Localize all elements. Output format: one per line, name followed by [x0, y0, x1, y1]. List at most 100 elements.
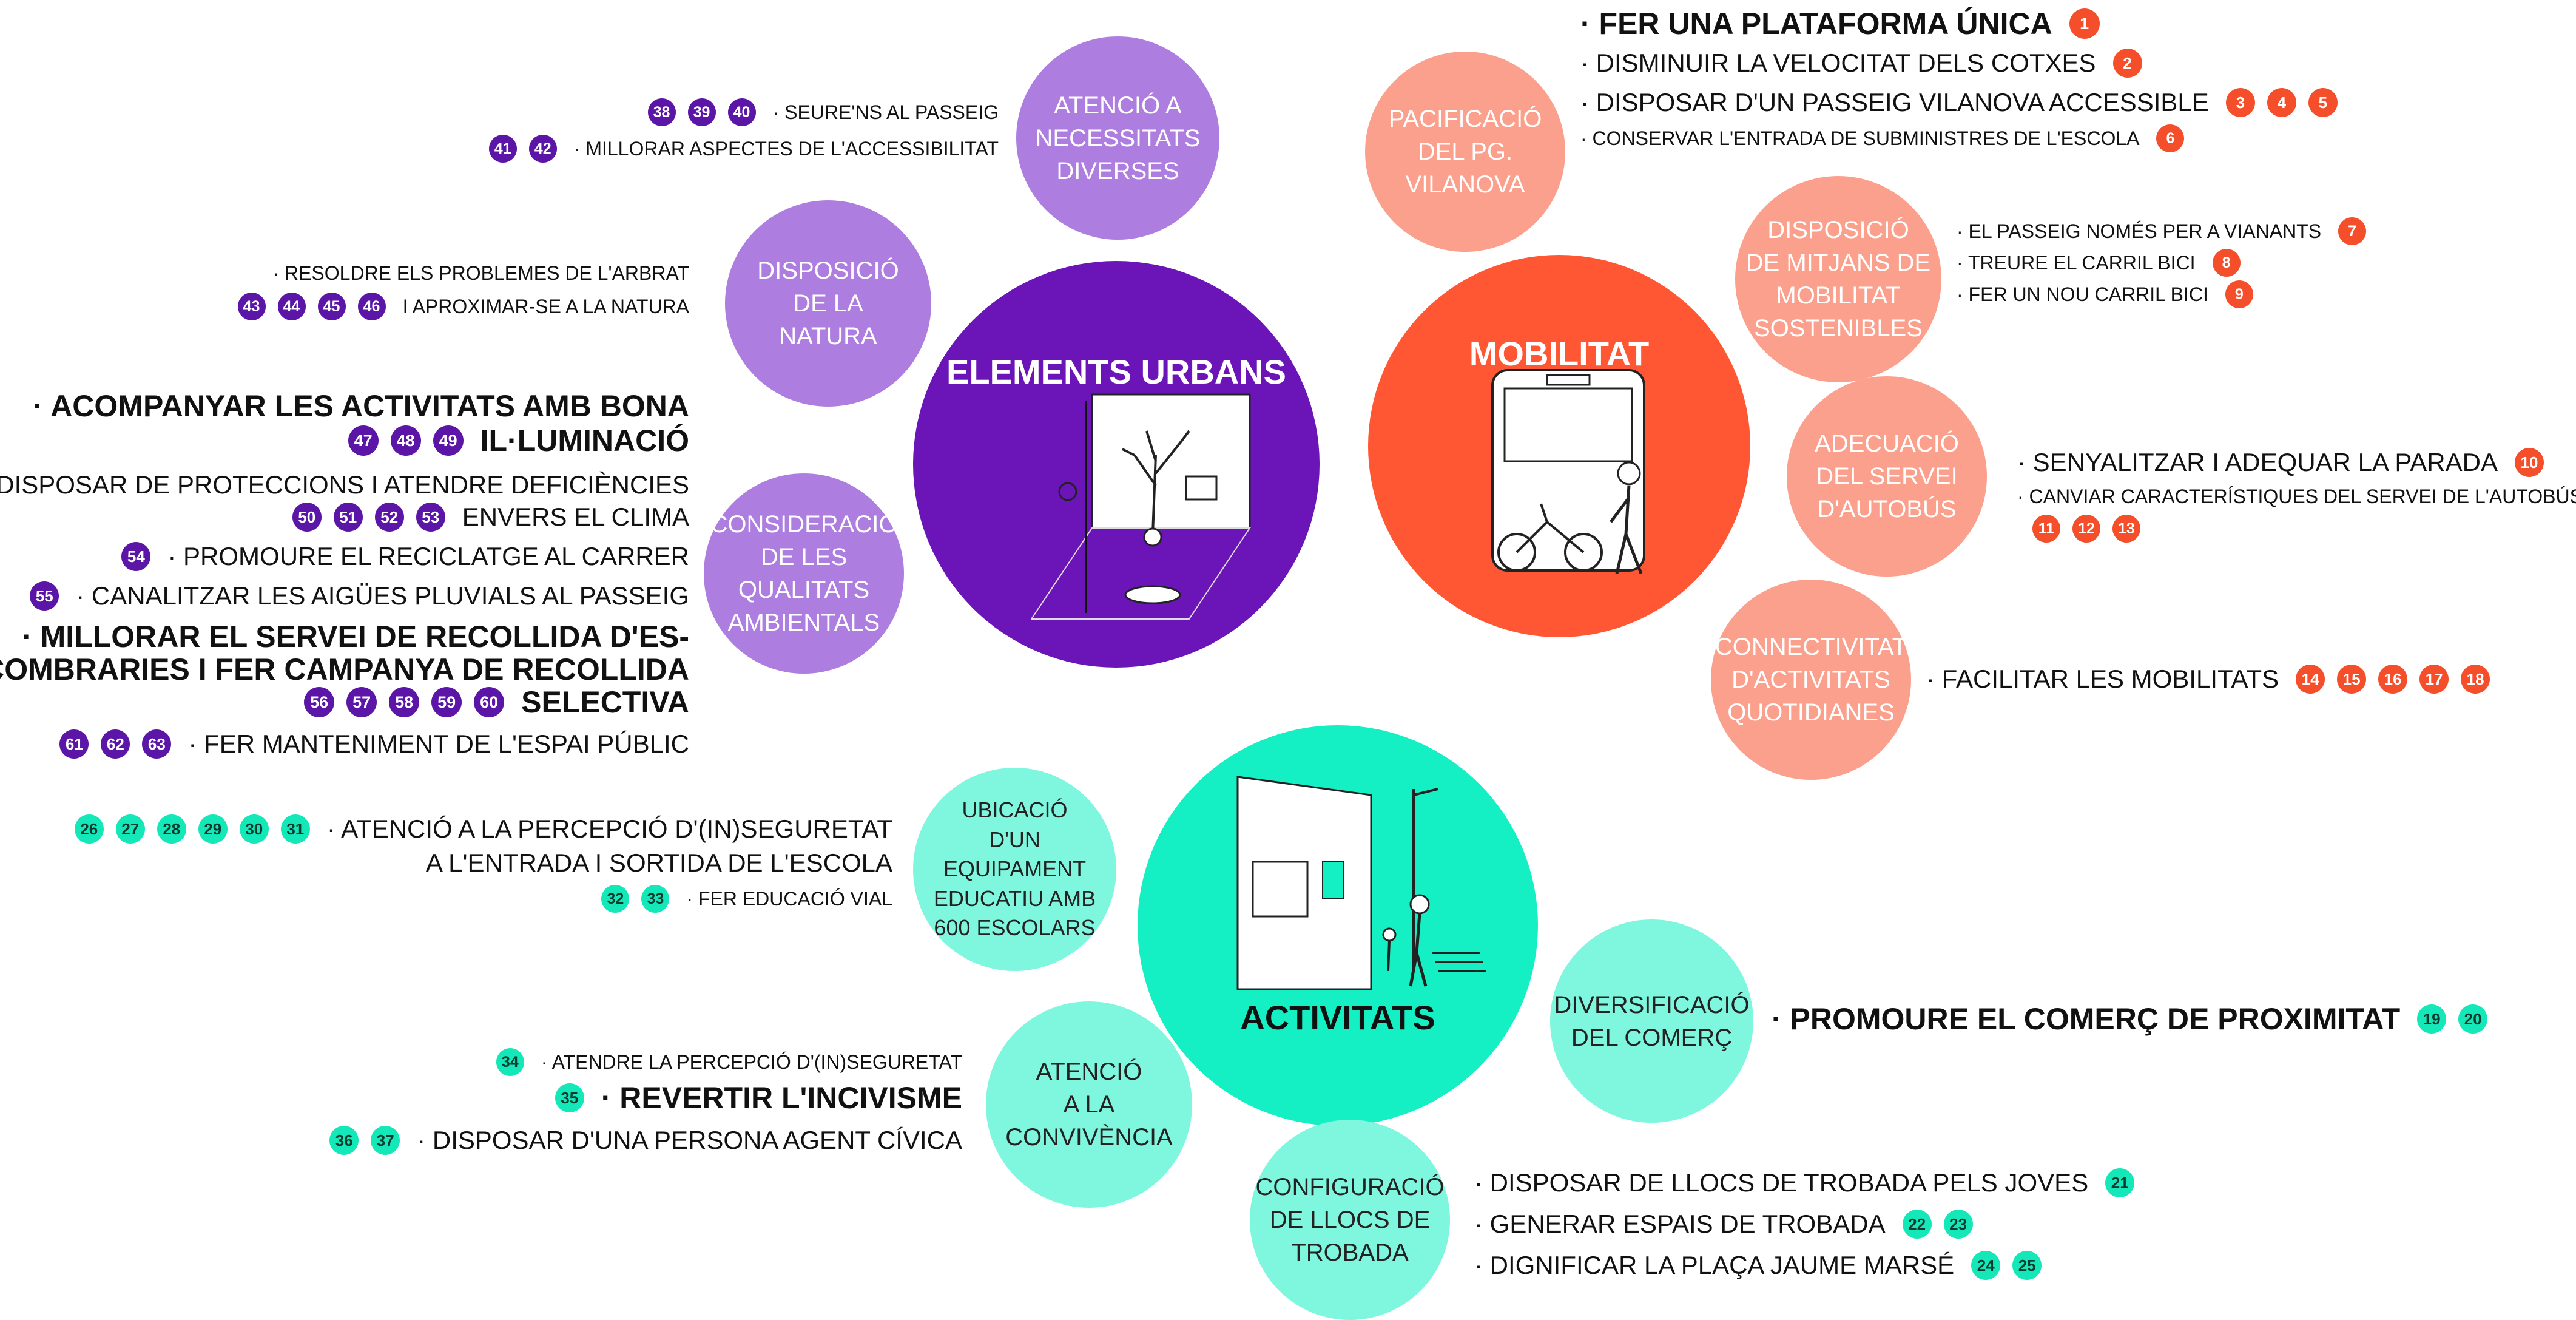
- item-agent: 36 37 · DISPOSAR D'UNA PERSONA AGENT CÍV…: [323, 1126, 962, 1155]
- item-text: · FACILITAR LES MOBILITATS: [1926, 665, 2279, 693]
- item-text: · FER EDUCACIÓ VIAL: [686, 887, 892, 910]
- item-passeig-accessible: · DISPOSAR D'UN PASSEIG VILANOVA ACCESSI…: [1580, 88, 2344, 117]
- hub-label: ELEMENTS URBANS: [946, 353, 1287, 391]
- item-text: · ATENDRE LA PERCEPCIÓ D'(IN)SEGURETAT: [541, 1051, 962, 1073]
- number-badge: 21: [2105, 1168, 2135, 1197]
- item-text: · ACOMPANYAR LES ACTIVITATS AMB BONA: [33, 389, 689, 423]
- bubble-label: DISPOSICIÓ DE LA NATURA: [757, 257, 899, 350]
- number-badge: 12: [2072, 515, 2100, 543]
- number-badge: 23: [1943, 1210, 1973, 1239]
- school-street-sketch-icon: [1236, 776, 1486, 990]
- badge-group: 35: [549, 1083, 590, 1112]
- badge-group: 47 48 49: [342, 425, 470, 456]
- item-text: · REVERTIR L'INCIVISME: [601, 1081, 962, 1115]
- item-servei-bus-badges: 11 12 13: [2026, 515, 2146, 543]
- badge-group: 2: [2107, 49, 2148, 78]
- number-badge: 28: [157, 814, 186, 844]
- item-text: IL·LUMINACIÓ: [480, 424, 689, 458]
- badge-group: 34: [490, 1048, 530, 1076]
- item-espais: · GENERAR ESPAIS DE TROBADA 22 23: [1474, 1210, 1979, 1239]
- number-badge: 6: [2156, 124, 2185, 152]
- item-text: I APROXIMAR-SE A LA NATURA: [402, 295, 689, 317]
- item-vial: 32 33 · FER EDUCACIÓ VIAL: [595, 885, 892, 913]
- item-text: · DISPOSAR D'UNA PERSONA AGENT CÍVICA: [417, 1126, 962, 1154]
- bubble-label: ATENCIÓ A NECESSITATS DIVERSES: [1035, 92, 1201, 184]
- item-text: A L'ENTRADA I SORTIDA DE L'ESCOLA: [425, 848, 892, 877]
- badge-group: 3 4 5: [2220, 88, 2344, 117]
- number-badge: 35: [555, 1083, 584, 1112]
- item-text: SELECTIVA: [521, 685, 689, 719]
- item-prot-line2: 50 51 52 53 ENVERS EL CLIMA: [286, 503, 689, 532]
- badge-group: 22 23: [1897, 1210, 1979, 1239]
- number-badge: 58: [389, 687, 420, 717]
- badge-group: 10: [2509, 448, 2550, 477]
- bubble-qualitats-ambientals: CONSIDERACIÓ DE LES QUALITATS AMBIENTALS: [704, 473, 904, 674]
- item-text: · DIGNIFICAR LA PLAÇA JAUME MARSÉ: [1474, 1251, 1955, 1279]
- bus-bike-sketch-icon: [1491, 369, 1645, 574]
- item-text: · MILLORAR EL SERVEI DE RECOLLIDA D'ES-: [22, 620, 689, 654]
- badge-group: 56 57 58 59 60: [298, 687, 510, 717]
- item-arbrat: · RESOLDRE ELS PROBLEMES DE L'ARBRAT: [272, 262, 689, 285]
- bubble-label: CONNECTIVITAT D'ACTIVITATS QUOTIDIANES: [1715, 634, 1907, 726]
- number-badge: 14: [2296, 665, 2325, 694]
- item-manteniment: 61 62 63 · FER MANTENIMENT DE L'ESPAI PÚ…: [53, 729, 689, 759]
- bubble-atencio-necessitats: ATENCIÓ A NECESSITATS DIVERSES: [1016, 36, 1219, 240]
- number-badge: 61: [59, 729, 89, 759]
- item-text: · PROMOURE EL COMERÇ DE PROXIMITAT: [1772, 1002, 2401, 1036]
- badge-group: 26 27 28 29 30 31: [69, 814, 316, 844]
- number-badge: 56: [304, 687, 335, 717]
- item-text: · FER UN NOU CARRIL BICI: [1957, 283, 2208, 305]
- item-nou-carril: · FER UN NOU CARRIL BICI 9: [1957, 280, 2259, 308]
- item-parada: · SENYALITZAR I ADEQUAR LA PARADA 10: [2017, 448, 2550, 477]
- item-text: · SENYALITZAR I ADEQUAR LA PARADA: [2017, 448, 2498, 476]
- number-badge: 57: [346, 687, 377, 717]
- bubble-convivencia: ATENCIÓ A LA CONVIVÈNCIA: [986, 1001, 1192, 1208]
- item-text: · PROMOURE EL RECICLATGE AL CARRER: [167, 542, 689, 570]
- item-subministres: · CONSERVAR L'ENTRADA DE SUBMINISTRES DE…: [1580, 124, 2190, 152]
- number-badge: 37: [371, 1126, 400, 1155]
- item-text: · DISMINUIR LA VELOCITAT DELS COTXES: [1580, 49, 2096, 77]
- number-badge: 22: [1902, 1210, 1932, 1239]
- item-text: · DISPOSAR DE LLOCS DE TROBADA PELS JOVE…: [1474, 1168, 2089, 1197]
- item-text: · CANALITZAR LES AIGÜES PLUVIALS AL PASS…: [76, 581, 689, 610]
- number-badge: 13: [2112, 515, 2140, 543]
- item-accessibilitat: 41 42 · MILLORAR ASPECTES DE L'ACCESSIBI…: [483, 135, 999, 163]
- number-badge: 33: [641, 885, 670, 913]
- number-badge: 53: [416, 503, 445, 532]
- number-badge: 34: [496, 1048, 524, 1076]
- item-velocitat: · DISMINUIR LA VELOCITAT DELS COTXES 2: [1580, 49, 2148, 78]
- bubble-llocs-trobada: CONFIGURACIÓ DE LLOCS DE TROBADA: [1250, 1120, 1450, 1320]
- item-prot-line1: · DISPOSAR DE PROTECCIONS I ATENDRE DEFI…: [0, 470, 689, 499]
- item-carril-bici: · TREURE EL CARRIL BICI 8: [1957, 249, 2247, 277]
- item-seure: 38 39 40 · SEURE'NS AL PASSEIG: [642, 98, 999, 126]
- number-badge: 4: [2267, 88, 2296, 117]
- item-text: · ATENCIÓ A LA PERCEPCIÓ D'(IN)SEGURETAT: [326, 814, 892, 843]
- item-text: · GENERAR ESPAIS DE TROBADA: [1474, 1210, 1886, 1238]
- item-comerc: · PROMOURE EL COMERÇ DE PROXIMITAT 19 20: [1772, 1001, 2493, 1037]
- badge-group: 38 39 40: [642, 98, 762, 126]
- number-badge: 42: [528, 135, 557, 163]
- bubble-label: DIVERSIFICACIÓ DEL COMERÇ: [1554, 991, 1750, 1051]
- bubble-label: DISPOSICIÓ DE MITJANS DE MOBILITAT SOSTE…: [1745, 217, 1931, 342]
- number-badge: 26: [74, 814, 104, 844]
- number-badge: 54: [121, 542, 151, 571]
- badge-group: 21: [2099, 1168, 2140, 1197]
- number-badge: 49: [433, 425, 464, 456]
- item-text: · CANVIAR CARACTERÍSTIQUES DEL SERVEI DE…: [2017, 486, 2576, 507]
- item-seguretat1: 26 27 28 29 30 31 · ATENCIÓ A LA PERCEPC…: [69, 814, 892, 844]
- bubble-diversificacio: DIVERSIFICACIÓ DEL COMERÇ: [1550, 919, 1753, 1123]
- badge-group: 9: [2219, 280, 2259, 308]
- number-badge: 17: [2419, 665, 2449, 694]
- number-badge: 62: [101, 729, 130, 759]
- number-badge: 16: [2378, 665, 2408, 694]
- badge-group: 43 44 45 46: [232, 293, 392, 320]
- number-badge: 9: [2225, 280, 2253, 308]
- number-badge: 59: [431, 687, 462, 717]
- bubble-label: ATENCIÓ A LA CONVIVÈNCIA: [1005, 1058, 1173, 1151]
- number-badge: 39: [687, 98, 716, 126]
- item-text: · DISPOSAR DE PROTECCIONS I ATENDRE DEFI…: [0, 470, 689, 499]
- bubble-ubicacio: UBICACIÓ D'UN EQUIPAMENT EDUCATIU AMB 60…: [913, 768, 1116, 971]
- item-text: · DISPOSAR D'UN PASSEIG VILANOVA ACCESSI…: [1580, 88, 2209, 117]
- number-badge: 44: [277, 293, 306, 320]
- number-badge: 47: [348, 425, 379, 456]
